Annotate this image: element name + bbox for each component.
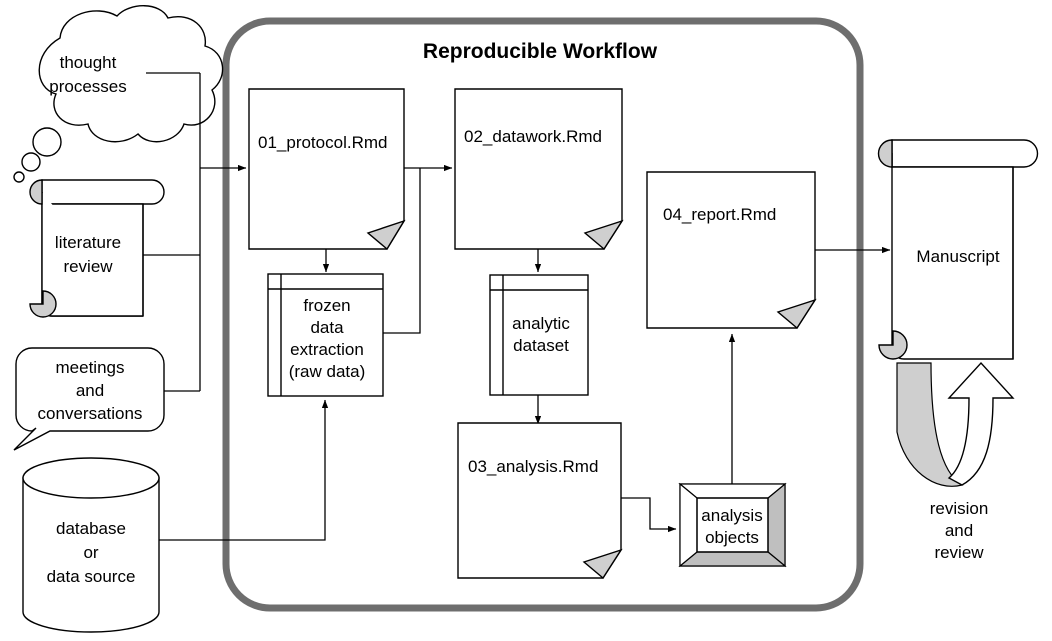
- connector-analysis-to-objects: [621, 497, 677, 533]
- document-01-protocol: 01_protocol.Rmd: [248, 88, 406, 251]
- input-label-line: database: [56, 519, 126, 538]
- document-label: 03_analysis.Rmd: [468, 457, 598, 476]
- output-revision-and-review: revision and review: [896, 361, 1015, 562]
- document-03-analysis: 03_analysis.Rmd: [457, 422, 623, 580]
- document-04-report: 04_report.Rmd: [646, 171, 817, 330]
- document-label: 02_datawork.Rmd: [464, 127, 602, 146]
- input-label-line: or: [83, 543, 98, 562]
- connector-inputs-to-protocol: [143, 72, 247, 392]
- input-label-line: meetings: [56, 358, 125, 377]
- page-title: Reproducible Workflow: [423, 40, 658, 63]
- store-label-line: dataset: [513, 336, 569, 355]
- store-label-line: (raw data): [289, 362, 366, 381]
- connector-frozen-to-datawork: [383, 168, 421, 334]
- output-label-line: review: [934, 543, 984, 562]
- document-label: 01_protocol.Rmd: [258, 133, 387, 152]
- store-label-line: analytic: [512, 314, 570, 333]
- input-label-line: literature: [55, 233, 121, 252]
- output-manuscript: Manuscript: [877, 139, 1039, 360]
- store-analysis-objects: analysis objects: [678, 482, 787, 568]
- document-label: 04_report.Rmd: [663, 205, 776, 224]
- workflow-container: Reproducible Workflow: [222, 17, 864, 612]
- connector-database-to-frozen: [159, 399, 329, 541]
- input-label-line: data source: [47, 567, 136, 586]
- input-literature-review: literature review: [29, 179, 165, 318]
- input-label-line: review: [63, 257, 113, 276]
- input-database-or-data-source: database or data source: [22, 457, 160, 633]
- output-label-line: and: [945, 521, 973, 540]
- input-meetings-and-conversations: meetings and conversations: [13, 347, 165, 451]
- store-frozen-data-extraction: frozen data extraction (raw data): [267, 273, 384, 397]
- store-label-line: data: [310, 318, 344, 337]
- store-analytic-dataset: analytic dataset: [489, 274, 589, 396]
- input-thought-processes: thought processes: [13, 5, 224, 183]
- input-label-line: thought: [60, 53, 117, 72]
- store-label-line: objects: [705, 528, 759, 547]
- store-label-line: extraction: [290, 340, 364, 359]
- input-label-line: processes: [49, 77, 126, 96]
- input-label-line: and: [76, 381, 104, 400]
- output-label-line: Manuscript: [916, 247, 999, 266]
- store-label-line: frozen: [303, 296, 350, 315]
- store-label-line: analysis: [701, 506, 762, 525]
- input-label-line: conversations: [38, 404, 143, 423]
- document-02-datawork: 02_datawork.Rmd: [454, 88, 624, 251]
- output-label-line: revision: [930, 499, 989, 518]
